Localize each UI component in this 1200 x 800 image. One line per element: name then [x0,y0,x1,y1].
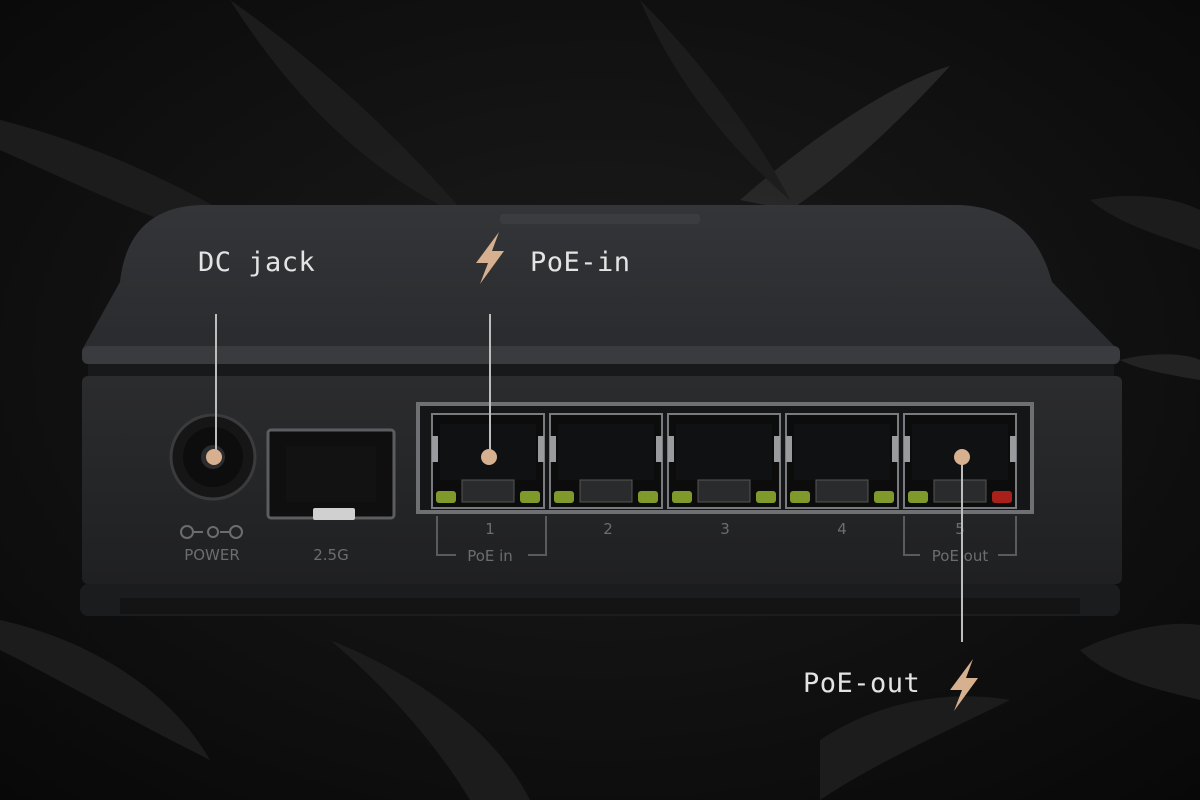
port-number-4: 4 [837,520,847,538]
port-led-right [520,491,540,503]
port-led-left [672,491,692,503]
sfp-label: 2.5G [313,546,349,564]
rj45-ports [431,413,1017,509]
port-brackets [436,516,1017,556]
port-number-1: 1 [485,520,495,538]
poe-in-callout-line [489,314,491,456]
poe-out-callout-dot [954,449,970,465]
port-led-left [436,491,456,503]
lightning-bolt-icon [476,232,504,284]
dc-jack-callout-line [215,314,217,456]
port1-sub-label: PoE in [467,547,513,565]
poe-in-callout-dot [481,449,497,465]
port-led-right [756,491,776,503]
rj45-port-4 [785,413,899,509]
rj45-port-3 [667,413,781,509]
port5-sub-label: PoE out [931,547,989,565]
port-led-left [790,491,810,503]
port-led-right [638,491,658,503]
port-led-left [554,491,574,503]
dc-jack-callout: DC jack [198,247,316,278]
port-number-3: 3 [720,520,730,538]
poe-out-callout-line [961,456,963,642]
port-led-left [908,491,928,503]
port-number-2: 2 [603,520,613,538]
rj45-port-2 [549,413,663,509]
lightning-bolt-icon [950,659,978,711]
rj45-port-5 [903,413,1017,509]
port-led-right [874,491,894,503]
sfp-port [266,428,396,520]
dc-jack-callout-dot [206,449,222,465]
poe-out-callout: PoE-out [803,668,921,699]
port-number-5: 5 [955,520,965,538]
dc-polarity-icon [180,525,243,539]
power-label: POWER [184,546,240,564]
port-led-right [992,491,1012,503]
poe-in-callout: PoE-in [530,247,631,278]
